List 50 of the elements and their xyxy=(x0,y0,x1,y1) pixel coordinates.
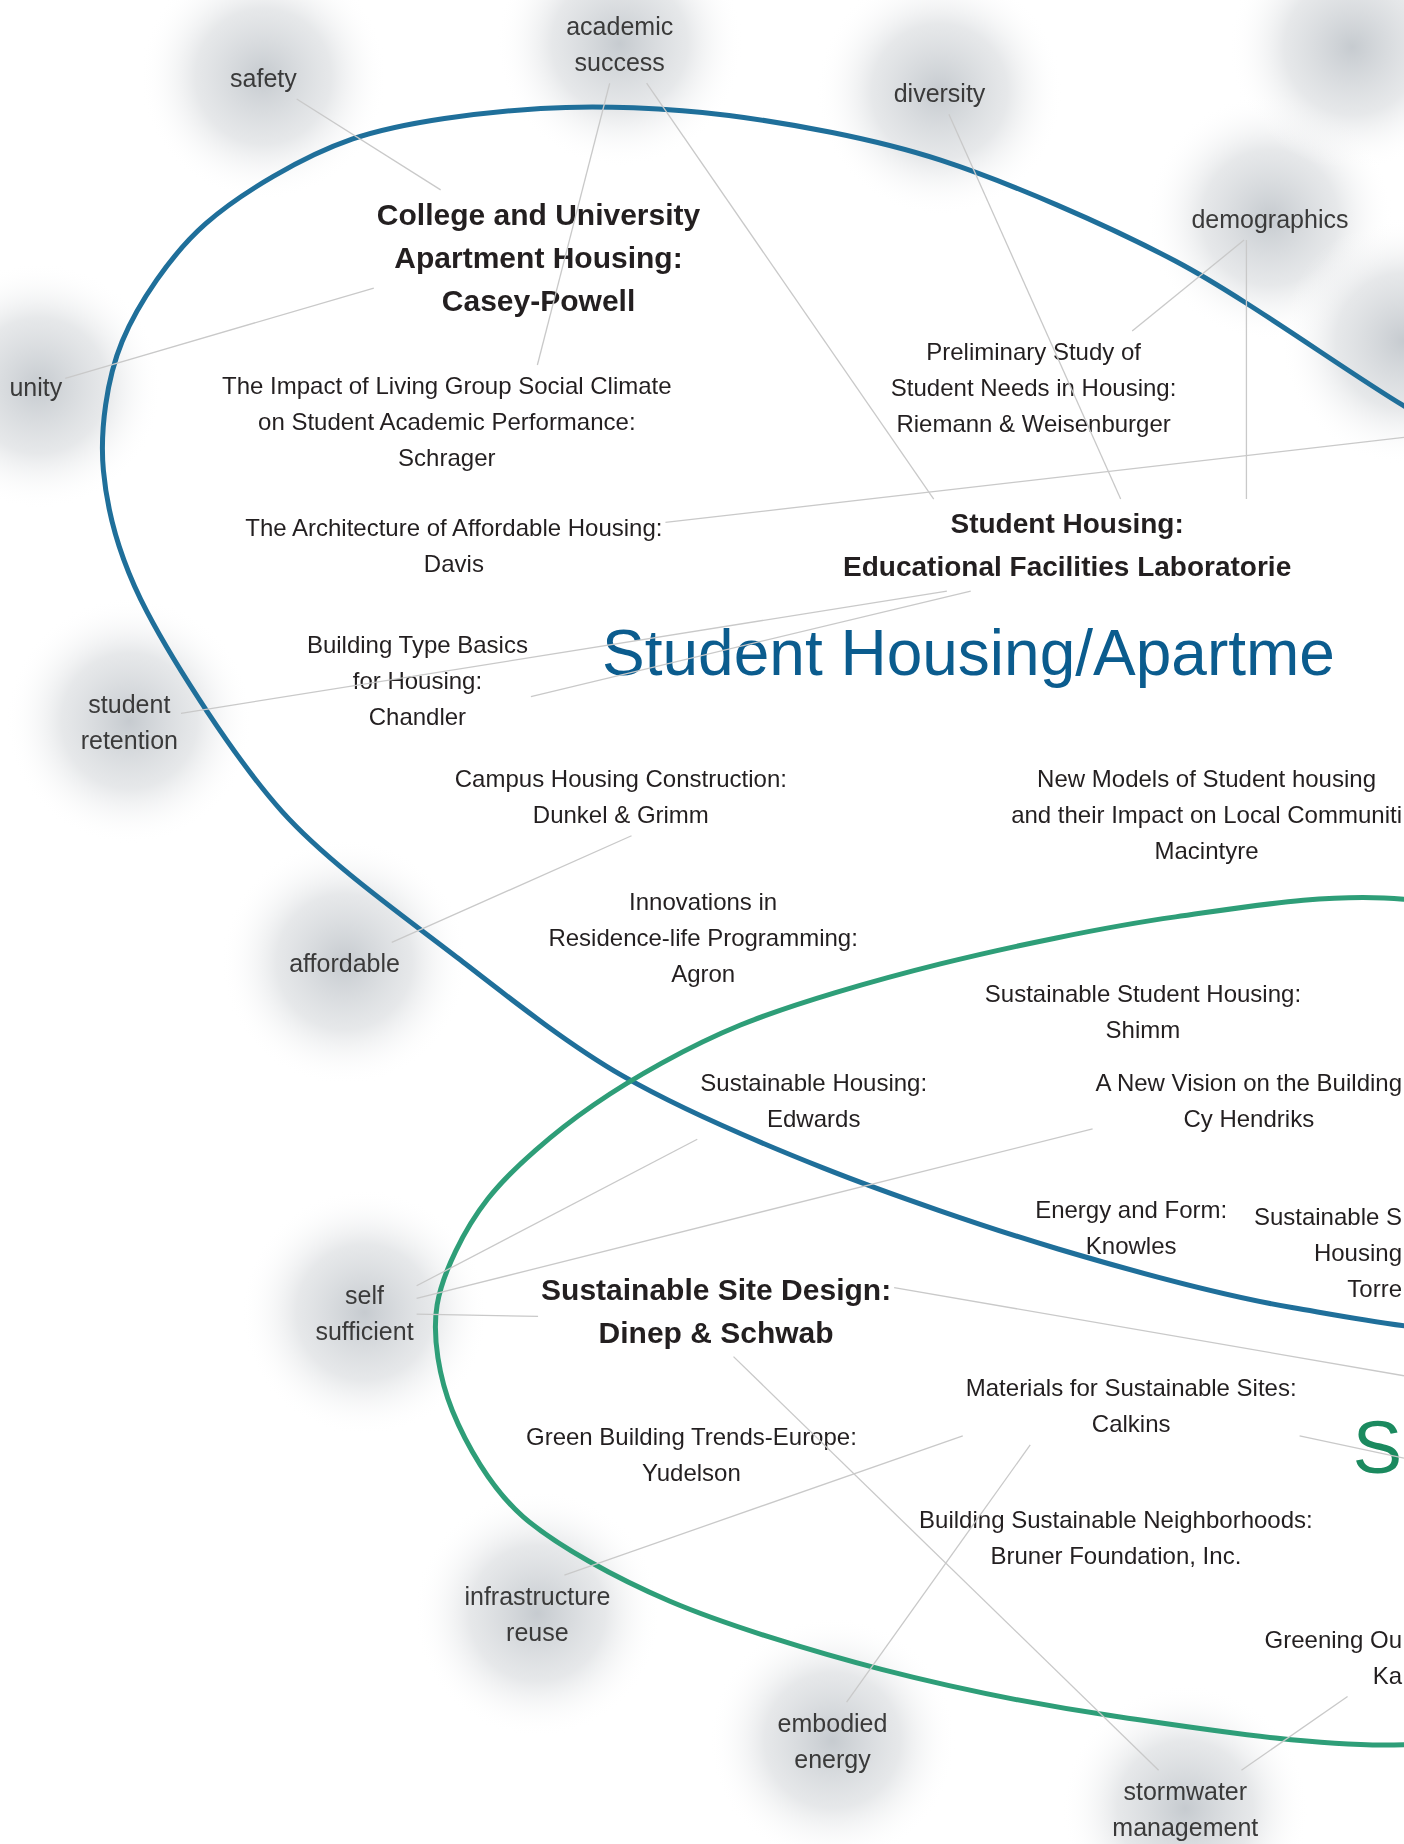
reference-text: Greening Ou Ka xyxy=(1264,1621,1402,1694)
connector-line xyxy=(664,436,1404,524)
reference-text: The Impact of Living Group Social Climate on Student Academic Performance: Schrager xyxy=(222,368,672,477)
keyword-label: student retention xyxy=(80,685,178,758)
connector-line xyxy=(846,1444,1031,1703)
reference-text: Sustainable Student Housing: Shimm xyxy=(984,975,1302,1048)
connector-line xyxy=(948,113,1122,500)
keyword-label: academic success xyxy=(566,8,674,81)
connector-line xyxy=(893,1286,1404,1377)
connector-line xyxy=(1245,239,1248,500)
keyword-label: self sufficient xyxy=(315,1277,414,1349)
reference-heading: Student Housing: Educational Facilities Laboratorie xyxy=(843,502,1292,589)
reference-text: Sustainable S Housing Torre xyxy=(1253,1199,1402,1308)
connector-line xyxy=(416,1138,698,1287)
connector-line xyxy=(645,82,935,500)
connector-line xyxy=(416,1313,539,1318)
keyword-label: infrastructure reuse xyxy=(464,1578,611,1650)
keyword-label: unity xyxy=(9,369,63,406)
keyword-label: safety xyxy=(230,59,297,96)
reference-text: Sustainable Housing: Edwards xyxy=(700,1065,928,1138)
reference-text: A New Vision on the Building Cy Hendriks xyxy=(1095,1065,1402,1138)
connector-line xyxy=(296,98,442,191)
reference-text: Campus Housing Construction: Dunkel & Grimm xyxy=(454,760,787,833)
reference-text: The Architecture of Affordable Housing: Davis xyxy=(245,510,663,583)
connector-line xyxy=(530,590,972,698)
reference-heading: College and University Apartment Housing: Casey-Powell xyxy=(376,192,701,322)
reference-text: Green Building Trends-Europe: Yudelson xyxy=(526,1419,857,1492)
reference-text: Building Sustainable Neighborhoods: Bruner Foundation, Inc. xyxy=(919,1501,1313,1574)
connector-line xyxy=(180,590,948,714)
section-title-initial: S xyxy=(1352,1411,1402,1486)
connector-line xyxy=(1131,239,1245,332)
keyword-label: diversity xyxy=(893,75,986,112)
reference-text: Materials for Sustainable Sites: Calkins xyxy=(965,1369,1297,1442)
connector-line xyxy=(732,1355,1160,1771)
reference-text: Building Type Basics for Housing: Chandler xyxy=(306,626,528,735)
reference-text: Preliminary Study of Student Needs in Housing: Riemann & Weisenburger xyxy=(890,333,1177,442)
reference-text: Energy and Form: Knowles xyxy=(1035,1192,1228,1265)
reference-text: New Models of Student housing and their Impact on Local Communiti Macintyre xyxy=(1011,760,1402,869)
connector-line xyxy=(64,287,375,379)
reference-heading: Sustainable Site Design: Dinep & Schwab xyxy=(541,1267,892,1354)
connector-line xyxy=(536,82,611,366)
connector-line xyxy=(416,1128,1094,1300)
connector-line xyxy=(391,835,633,944)
connector-line xyxy=(1298,1435,1404,1459)
keyword-label: affordable xyxy=(289,945,400,982)
connector-line xyxy=(563,1435,964,1576)
reference-text: Innovations in Residence-life Programming: Agron xyxy=(548,884,858,993)
keyword-label: demographics xyxy=(1191,201,1349,238)
connector-line xyxy=(1240,1695,1349,1771)
keyword-label: embodied energy xyxy=(777,1705,888,1777)
